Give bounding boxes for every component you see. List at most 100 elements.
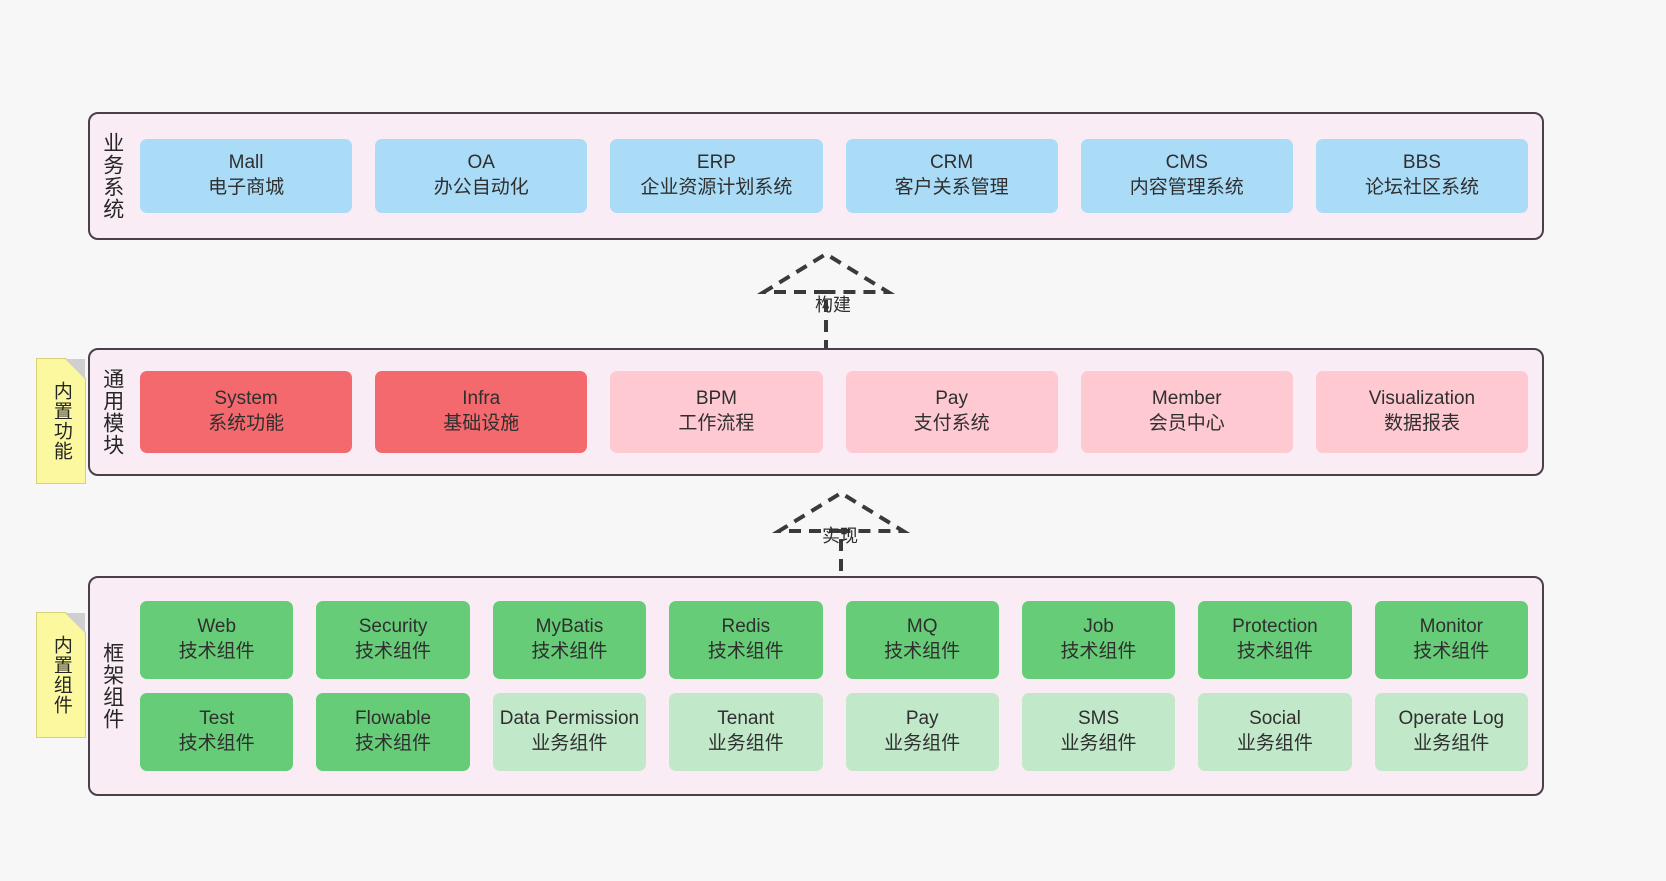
layer-title-business-system: 业务系统 [100,132,124,220]
node-subtitle: 技术组件 [531,641,608,662]
node-title: Redis [721,616,771,638]
node-infra[interactable]: Infra 基础设施 [375,371,588,453]
node-subtitle: 办公自动化 [433,177,529,198]
node-subtitle: 技术组件 [178,641,255,662]
node-subtitle: 技术组件 [355,641,432,662]
node-subtitle: 业务组件 [707,733,784,754]
node-bbs[interactable]: BBS 论坛社区系统 [1315,139,1529,213]
node-web[interactable]: Web 技术组件 [140,601,294,679]
connector-build-label: 构建 [815,295,851,315]
layer-common-module: 通用模块 System 系统功能 Infra 基础设施 BPM 工作流程 Pay… [88,348,1544,476]
node-title: MQ [906,616,938,638]
node-sms[interactable]: SMS 业务组件 [1021,693,1176,771]
node-protection[interactable]: Protection 技术组件 [1198,601,1352,679]
box-row: System 系统功能 Infra 基础设施 BPM 工作流程 Pay 支付系统… [140,371,1529,453]
node-title: Flowable [355,708,432,730]
node-title: Operate Log [1398,708,1505,730]
connector-implement-label: 实现 [822,526,858,546]
node-title: Security [358,616,428,638]
node-title: Pay [935,388,968,410]
node-operate-log[interactable]: Operate Log 业务组件 [1374,693,1528,771]
node-subtitle: 业务组件 [1413,733,1490,754]
node-job[interactable]: Job 技术组件 [1021,601,1176,679]
layer-body-common-module: System 系统功能 Infra 基础设施 BPM 工作流程 Pay 支付系统… [134,350,1542,474]
node-title: Member [1151,388,1222,410]
node-subtitle: 业务组件 [1236,733,1313,754]
box-row: Web 技术组件 Security 技术组件 MyBatis 技术组件 Redi… [140,601,1528,679]
node-visualization[interactable]: Visualization 数据报表 [1315,371,1529,453]
box-row: Test 技术组件 Flowable 技术组件 Data Permission … [140,693,1528,771]
node-oa[interactable]: OA 办公自动化 [375,139,588,213]
node-crm[interactable]: CRM 客户关系管理 [845,139,1058,213]
node-subtitle: 客户关系管理 [894,177,1009,198]
node-subtitle: 技术组件 [178,733,255,754]
note-text: 内置功能 [50,381,72,461]
node-subtitle: 技术组件 [707,641,784,662]
connector-build [742,248,942,354]
node-redis[interactable]: Redis 技术组件 [669,601,823,679]
node-mq[interactable]: MQ 技术组件 [845,601,999,679]
node-pay[interactable]: Pay 支付系统 [845,371,1058,453]
node-subtitle: 技术组件 [355,733,432,754]
node-subtitle: 企业资源计划系统 [640,177,793,198]
node-title: OA [467,152,495,174]
node-subtitle: 会员中心 [1148,413,1225,434]
note-builtin-component: 内置组件 [36,612,86,738]
node-test[interactable]: Test 技术组件 [140,693,294,771]
node-title: CRM [929,152,974,174]
node-subtitle: 技术组件 [1060,641,1137,662]
node-title: Social [1249,708,1301,730]
box-row: Mall 电子商城 OA 办公自动化 ERP 企业资源计划系统 CRM 客户关系… [140,139,1529,213]
node-title: Data Permission [499,708,640,730]
node-tenant[interactable]: Tenant 业务组件 [669,693,823,771]
node-bpm[interactable]: BPM 工作流程 [610,371,823,453]
node-subtitle: 电子商城 [208,177,285,198]
node-subtitle: 业务组件 [1060,733,1137,754]
node-title: Job [1083,616,1114,638]
node-cms[interactable]: CMS 内容管理系统 [1080,139,1293,213]
node-erp[interactable]: ERP 企业资源计划系统 [610,139,823,213]
layer-body-business-system: Mall 电子商城 OA 办公自动化 ERP 企业资源计划系统 CRM 客户关系… [134,114,1542,238]
layer-framework-component: 框架组件 Web 技术组件 Security 技术组件 MyBatis 技术组件… [88,576,1544,796]
node-subtitle: 业务组件 [884,733,961,754]
node-subtitle: 基础设施 [443,413,520,434]
node-title: BBS [1402,152,1441,174]
node-title: BPM [695,388,738,410]
node-title: Infra [462,388,501,410]
layer-title-framework-component: 框架组件 [100,642,124,730]
node-title: Mall [228,152,264,174]
node-subtitle: 技术组件 [1236,641,1313,662]
node-title: MyBatis [535,616,604,638]
layer-title-common-module: 通用模块 [100,368,124,456]
connector-implement [757,487,957,593]
note-builtin-function: 内置功能 [36,358,86,484]
dashed-arrow-icon [756,251,896,352]
node-data-permission[interactable]: Data Permission 业务组件 [492,693,647,771]
note-text: 内置组件 [50,635,72,715]
node-social[interactable]: Social 业务组件 [1198,693,1352,771]
node-flowable[interactable]: Flowable 技术组件 [316,693,470,771]
node-subtitle: 论坛社区系统 [1364,177,1479,198]
node-title: Web [197,616,237,638]
node-pay-business[interactable]: Pay 业务组件 [845,693,999,771]
node-mybatis[interactable]: MyBatis 技术组件 [492,601,647,679]
node-monitor[interactable]: Monitor 技术组件 [1374,601,1528,679]
node-title: Visualization [1368,388,1476,410]
node-title: Protection [1232,616,1318,638]
node-title: Test [199,708,235,730]
node-member[interactable]: Member 会员中心 [1080,371,1293,453]
node-title: Pay [905,708,939,730]
node-system[interactable]: System 系统功能 [140,371,353,453]
node-title: SMS [1077,708,1120,730]
layer-body-framework-component: Web 技术组件 Security 技术组件 MyBatis 技术组件 Redi… [134,578,1542,794]
node-subtitle: 工作流程 [678,413,755,434]
node-security[interactable]: Security 技术组件 [316,601,470,679]
node-title: CMS [1165,152,1208,174]
node-title: Tenant [717,708,775,730]
dashed-arrow-icon [771,490,911,591]
node-mall[interactable]: Mall 电子商城 [140,139,353,213]
node-title: ERP [696,152,736,174]
node-subtitle: 系统功能 [208,413,285,434]
node-subtitle: 业务组件 [531,733,608,754]
